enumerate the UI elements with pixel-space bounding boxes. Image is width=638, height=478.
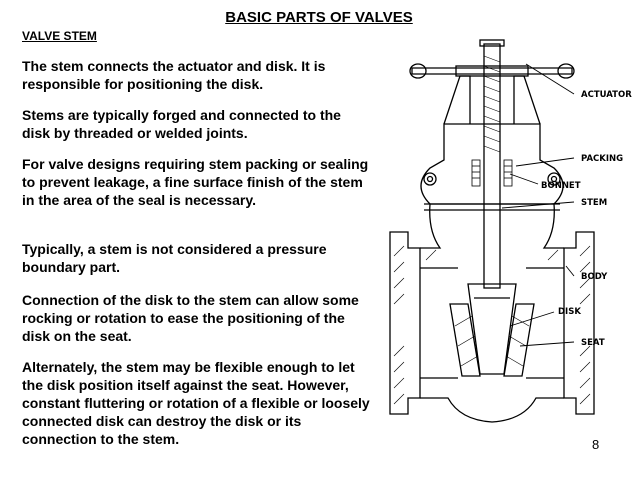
leader-lines (501, 63, 575, 347)
section-heading: VALVE STEM (22, 29, 97, 43)
disk (467, 283, 517, 375)
slide-title: BASIC PARTS OF VALVES (225, 9, 413, 26)
paragraph-3: For valve designs requiring stem packing… (22, 156, 369, 208)
label-stem: STEM (581, 198, 607, 208)
bonnet (420, 123, 564, 211)
gate-valve-diagram: ACTUATOR PACKING BONNET STEM BODY DISK S… (389, 39, 632, 423)
page-number: 8 (592, 437, 600, 452)
seat (449, 303, 535, 377)
paragraph-6: Alternately, the stem may be flexible en… (22, 359, 370, 447)
label-bonnet: BONNET (541, 181, 581, 191)
yoke (443, 65, 541, 125)
label-actuator: ACTUATOR (581, 90, 632, 100)
paragraph-4: Typically, a stem is not considered a pr… (22, 241, 327, 275)
paragraph-5: Connection of the disk to the stem can a… (22, 292, 359, 344)
label-packing: PACKING (581, 154, 623, 164)
label-seat: SEAT (581, 338, 605, 348)
handwheel (409, 63, 575, 79)
stem (479, 39, 505, 289)
paragraph-2: Stems are typically forged and connected… (22, 107, 341, 141)
packing (471, 159, 513, 187)
label-body: BODY (581, 272, 608, 282)
paragraph-1: The stem connects the actuator and disk.… (22, 58, 326, 92)
label-disk: DISK (558, 307, 581, 317)
